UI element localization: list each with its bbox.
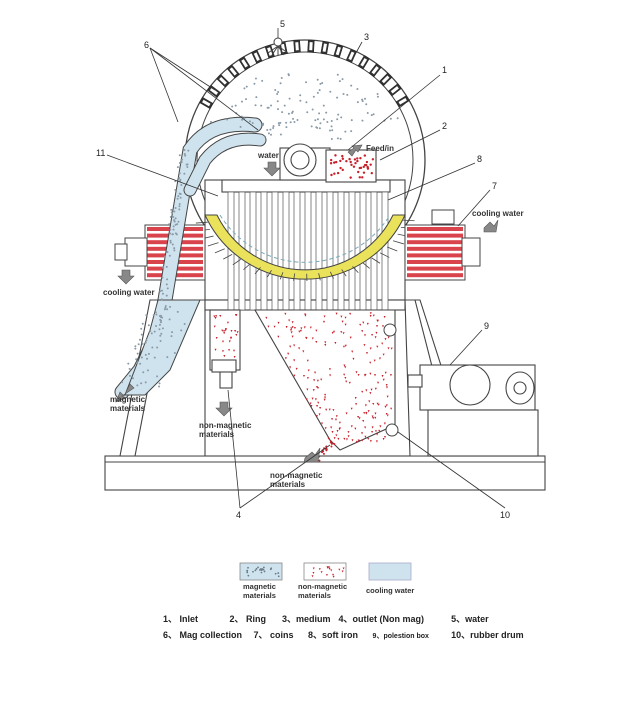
non-magnetic-particles [213, 312, 393, 462]
legend-item: 6、 Mag collection [163, 630, 243, 640]
callout-7: 7 [492, 181, 497, 191]
water-spray [267, 37, 289, 56]
pole-box-fittings [383, 323, 399, 437]
legend-item: 4、outlet (Non mag) [338, 614, 425, 624]
legend-item: 3、medium [282, 614, 331, 624]
callout-4: 4 [236, 510, 241, 520]
inlet-drum [279, 143, 377, 183]
swatch-label-water: cooling water [366, 586, 414, 595]
motor-assembly [407, 364, 539, 457]
swatch-nonmagnetic [303, 562, 347, 581]
legend-item: 9、polestion box [372, 633, 429, 640]
label-cooling-water-right: cooling water [472, 209, 524, 218]
label-water: water [257, 151, 279, 160]
callout-3: 3 [364, 32, 369, 42]
diagram-labels: water Feed/in cooling water cooling wate… [103, 144, 524, 489]
legend-item: 2、 Ring [229, 614, 267, 624]
mag-collection-pipe [114, 116, 267, 400]
callout-5: 5 [280, 19, 285, 29]
callout-11: 11 [96, 148, 105, 158]
medium-ring-blocks [199, 39, 410, 109]
callout-8: 8 [477, 154, 482, 164]
callout-9: 9 [484, 321, 489, 331]
legend-item: 8、soft iron [308, 630, 359, 640]
callout-1: 1 [442, 65, 447, 75]
ring-dashed-path [219, 214, 391, 263]
coil-right [404, 209, 481, 281]
legend-item: 10、rubber drum [451, 630, 524, 640]
legend-item: 5、water [451, 614, 489, 624]
swatch-magnetic [239, 562, 283, 581]
ring-yellow-segment [204, 214, 406, 280]
callout-6: 6 [144, 40, 149, 50]
swatch-water [368, 562, 412, 581]
callout-numbers: 5 3 6 1 2 11 8 7 9 4 10 [96, 19, 510, 520]
callout-2: 2 [442, 121, 447, 131]
flow-arrows [115, 144, 499, 463]
legend-item: 7、 coins [253, 630, 294, 640]
magnetic-discharge-water [124, 299, 201, 396]
legend-row-2: 6、 Mag collection 7、 coins 8、soft iron 9… [163, 628, 524, 641]
label-cooling-water-left: cooling water [103, 288, 155, 297]
top-magnetic-particles [209, 73, 399, 141]
callout-10: 10 [500, 510, 510, 520]
label-feed-in: Feed/in [366, 144, 394, 153]
leader-lines [106, 28, 506, 509]
outlet-spouts [211, 359, 237, 373]
legend-item: 1、 Inlet [163, 614, 199, 624]
magnetic-particles [121, 149, 190, 388]
feed-particles [329, 154, 375, 179]
legend-row-1: 1、 Inlet 2、 Ring 3、medium 4、outlet (Non … [163, 612, 489, 625]
